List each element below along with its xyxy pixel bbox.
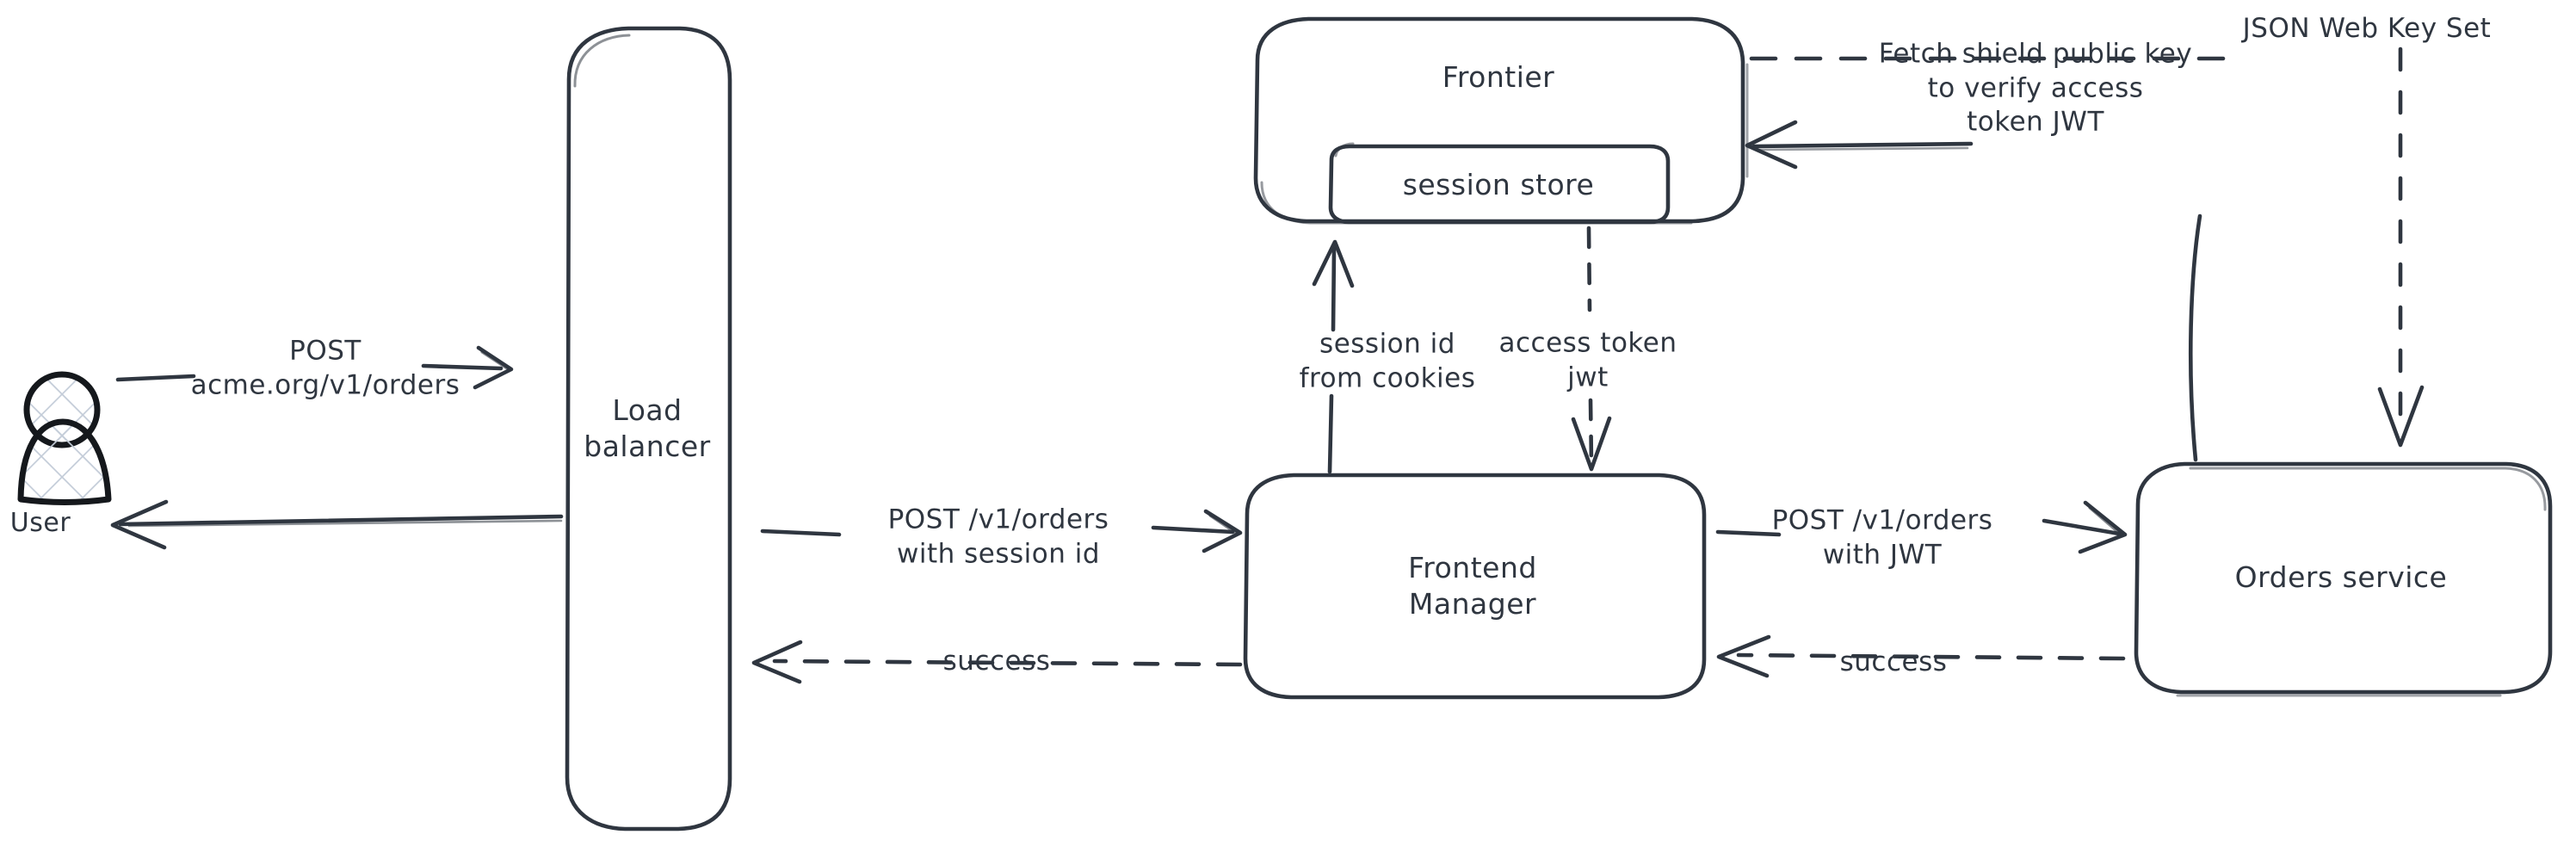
node-label-orders-service: Orders service [2234,560,2448,594]
node-load-balancer-shape [565,26,732,832]
edge-fm-to-orders [1715,500,2128,554]
edge-fm-to-lb [751,640,1243,684]
edge-label-fm-to-orders: POST /v1/orders with JWT [1771,504,1993,570]
edge-fm-to-frontier [1312,239,1355,474]
edge-frontier-jwks [1749,46,2425,448]
edge-label-user-to-lb: POST acme.org/v1/orders [190,335,460,400]
node-frontier-shape [1253,16,1749,225]
node-label-load-balancer: Load balancer [584,393,711,463]
edge-label-orders-to-fm: success [1839,646,1948,678]
edge-orders-to-fm [1716,634,2126,678]
node-frontend-manager-shape [1243,473,1707,700]
edge-label-lb-to-fm: POST /v1/orders with session id [887,504,1109,569]
node-orders-service-shape [2134,461,2553,697]
edge-label-frontier-jwks: JSON Web Key Set [2242,13,2492,45]
edge-orders-to-frontier [1745,120,2202,462]
edge-lb-to-fm [760,509,1243,553]
node-session-store-shape [1328,142,1671,225]
edge-label-orders-to-frontier: Fetch shield public key to verify access… [1878,38,2193,138]
edge-frontier-to-fm [1571,226,1612,472]
edge-label-frontier-to-fm: access token jwt [1498,327,1677,393]
node-label-frontend-manager: Frontend Manager [1408,550,1537,621]
edge-user-to-lb [115,345,514,390]
node-label-user: User [9,507,71,538]
edge-label-fm-to-lb: success [942,646,1051,677]
edge-label-fm-to-frontier: session id from cookies [1299,328,1476,393]
edge-lb-to-user [110,499,564,550]
node-label-session-store: session store [1402,167,1595,201]
actor-user-glyph [17,371,112,505]
node-label-frontier: Frontier [1442,59,1555,94]
